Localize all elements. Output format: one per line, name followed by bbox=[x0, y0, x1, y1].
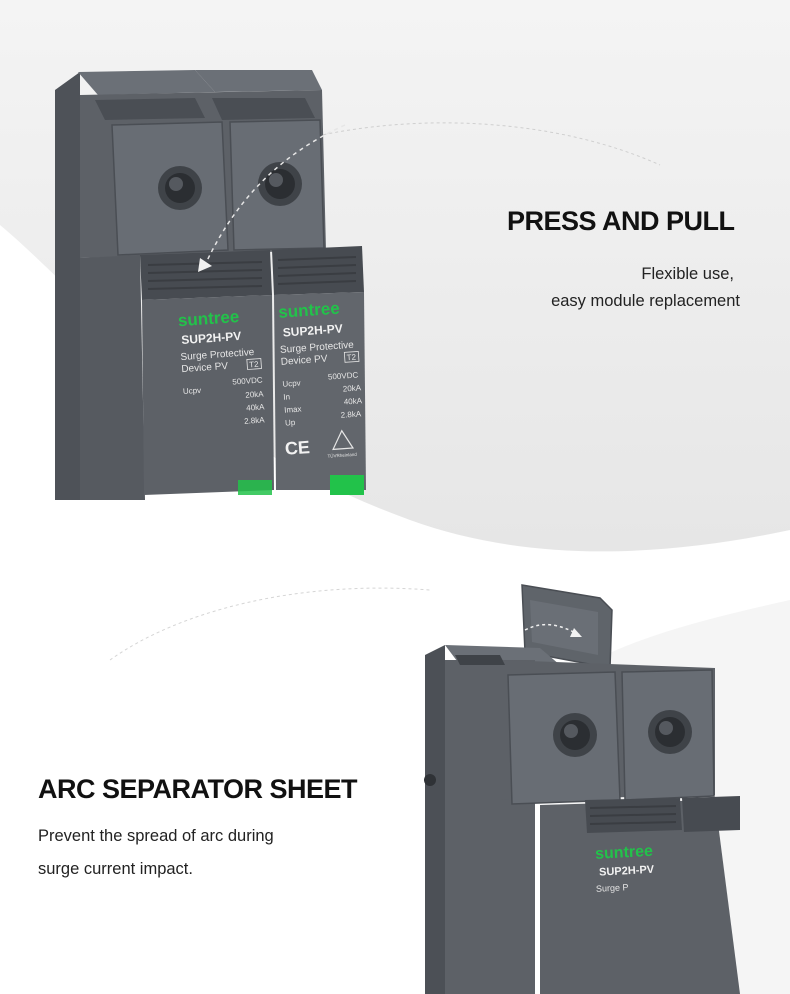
spec-value-0: 500VDC bbox=[328, 370, 359, 381]
tuv-mark: TÜVRheinland bbox=[327, 451, 357, 459]
tuv-triangle-icon bbox=[332, 429, 355, 451]
spec-name-1: In bbox=[283, 392, 290, 401]
desc1-left: Surge Protective bbox=[180, 347, 255, 363]
spec-value-3-left: 2.8kA bbox=[244, 415, 266, 425]
ce-mark: CE bbox=[284, 437, 310, 459]
spec-value-2-left: 40kA bbox=[246, 402, 265, 412]
spec-value-0-left: 500VDC bbox=[232, 375, 263, 386]
spec-name-2: Imax bbox=[284, 405, 302, 415]
brand-logo-right: suntree bbox=[278, 299, 341, 322]
arc-separator-title: ARC SEPARATOR SHEET bbox=[38, 774, 358, 804]
arc-separator-line1: Prevent the spread of arc during bbox=[38, 827, 274, 845]
spec-value-3: 2.8kA bbox=[340, 409, 362, 419]
brand-logo-left: suntree bbox=[177, 307, 240, 330]
spec-value-2: 40kA bbox=[343, 396, 362, 406]
class-left: T2 bbox=[249, 360, 259, 370]
desc1-right: Surge Protective bbox=[280, 340, 355, 356]
press-and-pull-line2: easy module replacement bbox=[551, 292, 740, 310]
spec-name-0-left: Ucpv bbox=[183, 386, 202, 396]
model-bottom: SUP2H-PV bbox=[599, 864, 655, 879]
spec-name-3: Up bbox=[285, 418, 296, 428]
desc2-right: Device PV bbox=[280, 354, 328, 368]
class-right: T2 bbox=[346, 353, 356, 363]
spec-name-0: Ucpv bbox=[282, 379, 301, 389]
press-and-pull-title: PRESS AND PULL bbox=[507, 206, 735, 236]
desc-bottom: Surge P bbox=[596, 882, 629, 894]
brand-logo-bottom: suntree bbox=[595, 843, 654, 863]
desc2-left: Device PV bbox=[181, 361, 229, 375]
press-and-pull-line1: Flexible use, bbox=[641, 265, 734, 283]
model-right: SUP2H-PV bbox=[282, 321, 343, 339]
model-left: SUP2H-PV bbox=[181, 329, 242, 347]
spec-value-1: 20kA bbox=[343, 383, 362, 393]
arc-separator-line2: surge current impact. bbox=[38, 860, 193, 878]
spec-value-1-left: 20kA bbox=[245, 389, 264, 399]
